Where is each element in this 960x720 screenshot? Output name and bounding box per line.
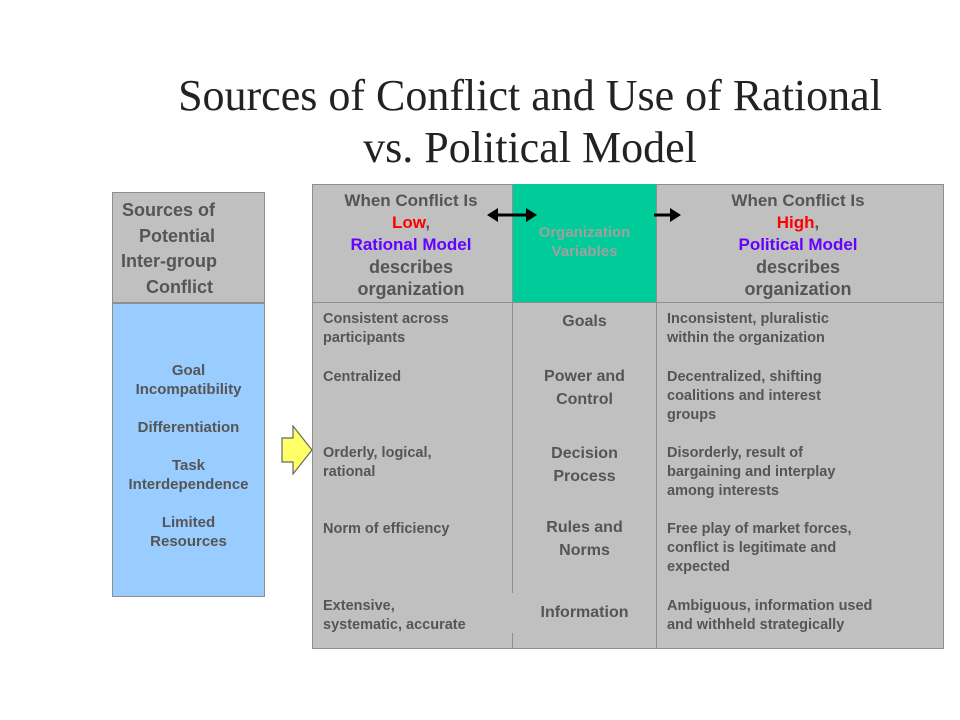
sources-header-line: Sources of: [122, 200, 216, 220]
row-rules-high: Free play of market forces, conflict is …: [667, 521, 852, 575]
high-conflict-header: When Conflict Is High, Political Model d…: [700, 190, 896, 300]
divider: [512, 184, 513, 303]
divider: [656, 184, 657, 649]
divider: [512, 303, 513, 593]
double-arrow-left-icon: [487, 208, 537, 222]
sources-header-line: Inter-group: [121, 251, 217, 271]
high-label: High: [776, 213, 815, 232]
row-rules-variable: Rules and Norms: [546, 519, 623, 559]
low-label: Low: [391, 213, 426, 232]
row-goals-high: Inconsistent, pluralistic within the org…: [667, 311, 829, 346]
row-power-high: Decentralized, shifting coalitions and i…: [667, 369, 822, 423]
right-arrow-icon: [654, 208, 681, 222]
source-item-differentiation: Differentiation: [137, 419, 240, 436]
divider: [312, 302, 944, 303]
sources-header-line: Potential: [139, 226, 216, 246]
row-power-low: Centralized: [323, 369, 402, 385]
row-rules-low: Norm of efficiency: [323, 521, 450, 537]
organization-variables-header-cell: [512, 184, 657, 303]
row-decision-high: Disorderly, result of bargaining and int…: [667, 445, 836, 499]
sources-list: Goal Incompatibility Differentiation Tas…: [113, 361, 264, 551]
slide-title: Sources of Conflict and Use of Rational …: [130, 70, 930, 174]
row-goals-variable: Goals: [562, 313, 607, 330]
title-line-1: Sources of Conflict and Use of Rational: [178, 71, 882, 120]
sources-header-line: Conflict: [146, 277, 213, 297]
organization-variables-header: Organization Variables: [538, 224, 631, 260]
source-item-goal: Goal Incompatibility: [135, 362, 242, 398]
row-information-variable: Information: [540, 604, 629, 621]
low-conflict-header: When Conflict Is Low, Rational Model des…: [312, 190, 510, 300]
row-information-low: Extensive, systematic, accurate: [323, 598, 466, 633]
row-power-variable: Power and Control: [544, 368, 625, 408]
political-model-label: Political Model: [738, 235, 858, 254]
row-goals-low: Consistent across participants: [323, 311, 449, 346]
sources-list-box: Goal Incompatibility Differentiation Tas…: [112, 303, 265, 597]
source-item-task: Task Interdependence: [128, 457, 249, 493]
divider: [512, 633, 513, 649]
title-line-2: vs. Political Model: [363, 123, 697, 172]
yellow-right-arrow-icon: [281, 425, 313, 475]
rational-model-label: Rational Model: [350, 235, 472, 254]
source-item-resources: Limited Resources: [150, 514, 227, 550]
row-decision-low: Orderly, logical, rational: [323, 445, 432, 480]
row-information-high: Ambiguous, information used and withheld…: [667, 598, 873, 633]
row-decision-variable: Decision Process: [551, 445, 618, 485]
sources-header-box: Sources of Potential Inter-group Conflic…: [112, 192, 265, 303]
